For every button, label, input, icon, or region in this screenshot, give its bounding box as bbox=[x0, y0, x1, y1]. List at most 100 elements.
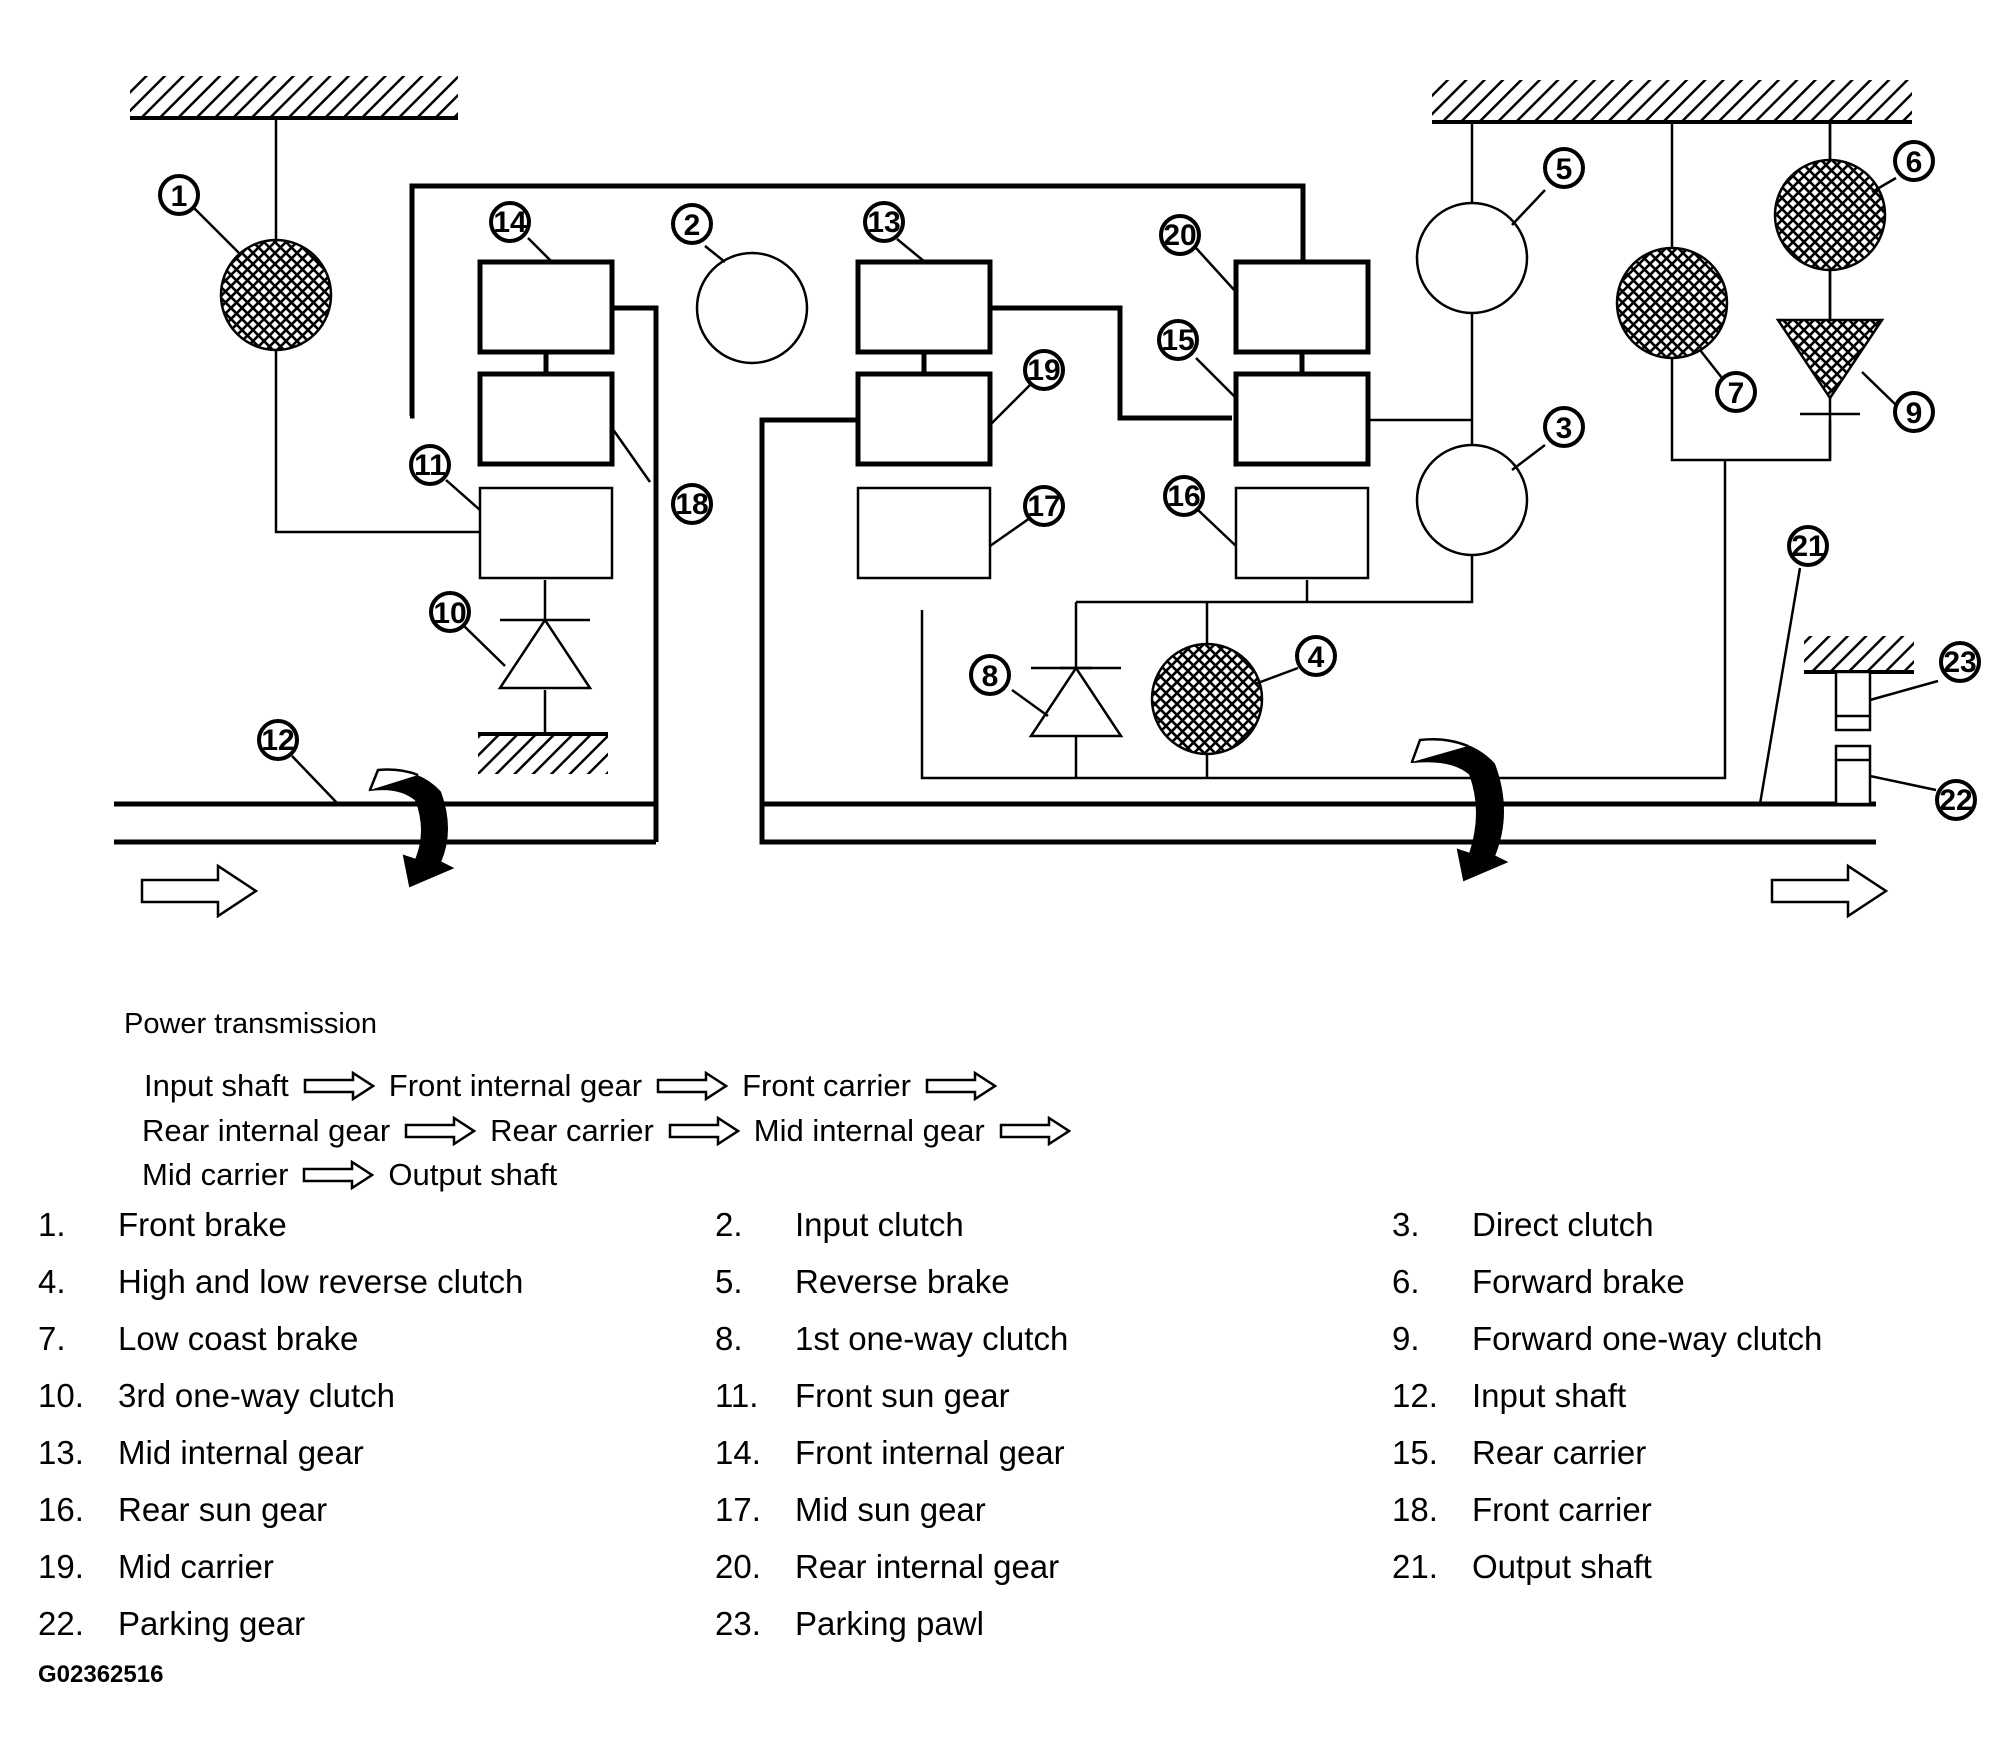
legend-item-19: 19.Mid carrier bbox=[38, 1548, 274, 1585]
reverse-brake-circle bbox=[1415, 201, 1529, 315]
flow-step: Mid carrier bbox=[142, 1157, 289, 1192]
front-brake-circle bbox=[219, 238, 333, 352]
svg-text:20: 20 bbox=[1163, 219, 1196, 252]
svg-text:6: 6 bbox=[1906, 146, 1923, 179]
svg-text:19: 19 bbox=[1027, 354, 1060, 387]
callout-6: 6 bbox=[1893, 140, 1935, 182]
flow-step: Front internal gear bbox=[388, 1068, 643, 1103]
callout-14: 14 bbox=[489, 201, 531, 243]
svg-text:2: 2 bbox=[684, 209, 701, 242]
svg-text:17: 17 bbox=[1027, 490, 1060, 523]
flow-step: Rear carrier bbox=[490, 1113, 654, 1148]
flow-arrow-icon bbox=[303, 1071, 375, 1101]
callout-12: 12 bbox=[257, 719, 299, 761]
svg-text:11: 11 bbox=[414, 449, 446, 482]
legend-item-10: 10.3rd one-way clutch bbox=[38, 1377, 395, 1414]
power-flow-row-1: Input shaft Front internal gear Front ca… bbox=[144, 1068, 1011, 1104]
low-coast-brake-circle bbox=[1615, 246, 1729, 360]
svg-text:14: 14 bbox=[493, 206, 527, 239]
legend-item-17: 17.Mid sun gear bbox=[715, 1491, 986, 1528]
legend-item-4: 4.High and low reverse clutch bbox=[38, 1263, 524, 1300]
callout-11: 11 bbox=[409, 444, 451, 486]
legend-item-2: 2.Input clutch bbox=[715, 1206, 964, 1243]
callout-23: 23 bbox=[1939, 641, 1981, 683]
svg-text:15: 15 bbox=[1161, 324, 1194, 357]
callout-3: 3 bbox=[1543, 406, 1585, 448]
legend-item-8: 8.1st one-way clutch bbox=[715, 1320, 1069, 1357]
mid-carrier-box bbox=[855, 371, 993, 467]
callout-17: 17 bbox=[1023, 485, 1065, 527]
front-carrier-box bbox=[477, 371, 615, 467]
legend-item-21: 21.Output shaft bbox=[1392, 1548, 1652, 1585]
parking-pawl bbox=[1834, 670, 1872, 732]
first-one-way-clutch bbox=[1028, 665, 1124, 738]
svg-text:22: 22 bbox=[1939, 784, 1972, 817]
flow-arrow-icon bbox=[999, 1116, 1071, 1146]
legend-item-14: 14.Front internal gear bbox=[715, 1434, 1065, 1471]
legend-item-7: 7.Low coast brake bbox=[38, 1320, 359, 1357]
legend-item-20: 20.Rear internal gear bbox=[715, 1548, 1060, 1585]
flow-arrow-icon bbox=[668, 1116, 740, 1146]
svg-text:23: 23 bbox=[1943, 646, 1976, 679]
front-internal-gear-box bbox=[477, 259, 615, 355]
flow-arrows bbox=[140, 863, 1889, 919]
third-one-way-clutch bbox=[497, 617, 593, 690]
callout-leaders bbox=[193, 176, 1939, 805]
parking-mechanism bbox=[1834, 670, 1872, 806]
output-rotation-icon bbox=[1410, 738, 1509, 882]
legend-item-1: 1.Front brake bbox=[38, 1206, 287, 1243]
callout-4: 4 bbox=[1295, 635, 1337, 677]
legend-item-6: 6.Forward brake bbox=[1392, 1263, 1685, 1300]
svg-text:13: 13 bbox=[867, 206, 900, 239]
input-rotation-icon bbox=[368, 768, 455, 888]
callout-15: 15 bbox=[1157, 319, 1199, 361]
rear-internal-gear-box bbox=[1233, 259, 1371, 355]
callout-22: 22 bbox=[1935, 779, 1977, 821]
direct-clutch-circle bbox=[1415, 443, 1529, 557]
legend-item-16: 16.Rear sun gear bbox=[38, 1491, 328, 1528]
legend-item-22: 22.Parking gear bbox=[38, 1605, 306, 1642]
flow-arrow-icon bbox=[404, 1116, 477, 1146]
legend-item-5: 5.Reverse brake bbox=[715, 1263, 1010, 1300]
figure-code: G02362516 bbox=[38, 1661, 164, 1688]
rear-carrier-box bbox=[1233, 371, 1371, 467]
svg-text:7: 7 bbox=[1728, 377, 1745, 410]
power-flow-row-3: Mid carrier Output shaft bbox=[142, 1157, 557, 1193]
input-clutch-circle bbox=[695, 251, 809, 365]
ground-hatching bbox=[130, 76, 1914, 774]
callout-20: 20 bbox=[1159, 214, 1201, 256]
svg-text:12: 12 bbox=[261, 724, 294, 757]
legend-item-15: 15.Rear carrier bbox=[1392, 1434, 1647, 1471]
gear-boxes bbox=[477, 259, 1371, 580]
legend-item-23: 23.Parking pawl bbox=[715, 1605, 984, 1642]
svg-text:1: 1 bbox=[171, 180, 188, 213]
legend-item-11: 11.Front sun gear bbox=[715, 1377, 1010, 1414]
svg-text:5: 5 bbox=[1556, 153, 1573, 186]
callout-2: 2 bbox=[671, 203, 713, 245]
flow-step: Mid internal gear bbox=[753, 1113, 985, 1148]
front-sun-gear-box bbox=[478, 486, 614, 580]
legend-item-3: 3.Direct clutch bbox=[1392, 1206, 1654, 1243]
callout-5: 5 bbox=[1543, 147, 1585, 189]
svg-text:18: 18 bbox=[675, 488, 708, 521]
transmission-schematic: 1 2 3 4 5 6 7 8 9 10 11 12 13 14 15 16 1… bbox=[114, 76, 1981, 919]
svg-text:8: 8 bbox=[982, 660, 999, 693]
high-low-reverse-clutch-circle bbox=[1150, 642, 1264, 756]
clutch-and-brake-circles bbox=[219, 158, 1887, 756]
svg-text:16: 16 bbox=[1167, 480, 1200, 513]
flow-step: Rear internal gear bbox=[142, 1113, 391, 1148]
rear-sun-gear-box bbox=[1234, 486, 1370, 580]
forward-one-way-clutch bbox=[1775, 318, 1885, 401]
callout-10: 10 bbox=[429, 591, 471, 633]
legend-item-18: 18.Front carrier bbox=[1392, 1491, 1652, 1528]
rotation-arrows bbox=[368, 738, 1509, 888]
callout-13: 13 bbox=[863, 201, 905, 243]
legend-item-9: 9.Forward one-way clutch bbox=[1392, 1320, 1823, 1357]
callout-7: 7 bbox=[1715, 371, 1757, 413]
flow-arrow-icon bbox=[303, 1160, 375, 1190]
callout-16: 16 bbox=[1163, 475, 1205, 517]
legend-item-13: 13.Mid internal gear bbox=[38, 1434, 364, 1471]
flow-arrow-icon bbox=[925, 1071, 997, 1101]
callout-1: 1 bbox=[158, 174, 200, 216]
output-flow-arrow-icon bbox=[1770, 863, 1889, 919]
